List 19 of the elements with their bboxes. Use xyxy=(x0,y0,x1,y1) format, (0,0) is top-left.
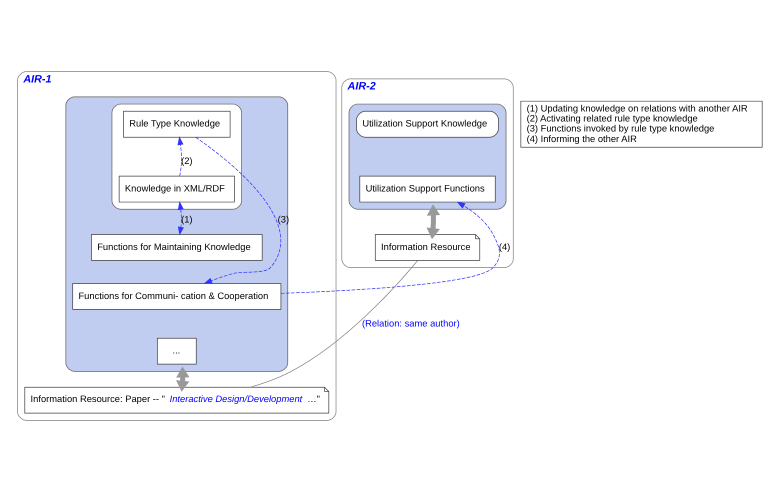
arrow xyxy=(426,204,440,239)
node-box: Functions for Communi- cation & Cooperation xyxy=(72,282,282,310)
node-box: (1) Updating knowledge on relations with another AIR (2) Activating related rule type knowledge (3) Functions invoked by rule type knowledge (4) Informing the other AIR xyxy=(520,100,763,148)
edge-label: (2) xyxy=(181,156,193,166)
edge-label: (1) xyxy=(181,214,193,224)
arrow xyxy=(178,200,184,236)
arrow xyxy=(176,366,190,392)
edge-label: (Relation: same author) xyxy=(362,318,460,328)
arrow xyxy=(178,136,184,176)
node-box: Utilization Support Functions xyxy=(359,175,496,202)
arrow xyxy=(195,136,281,284)
edge-label: (4) xyxy=(498,241,510,252)
node-box: Knowledge in XML/RDF xyxy=(118,175,235,202)
arrow xyxy=(280,201,500,294)
node-box: Rule Type Knowledge xyxy=(123,110,230,138)
cluster xyxy=(66,96,288,372)
node-box: Utilization Support Knowledge xyxy=(356,110,499,138)
node-box: Functions for Maintaining Knowledge xyxy=(91,234,263,260)
node-box: ... xyxy=(156,337,197,364)
